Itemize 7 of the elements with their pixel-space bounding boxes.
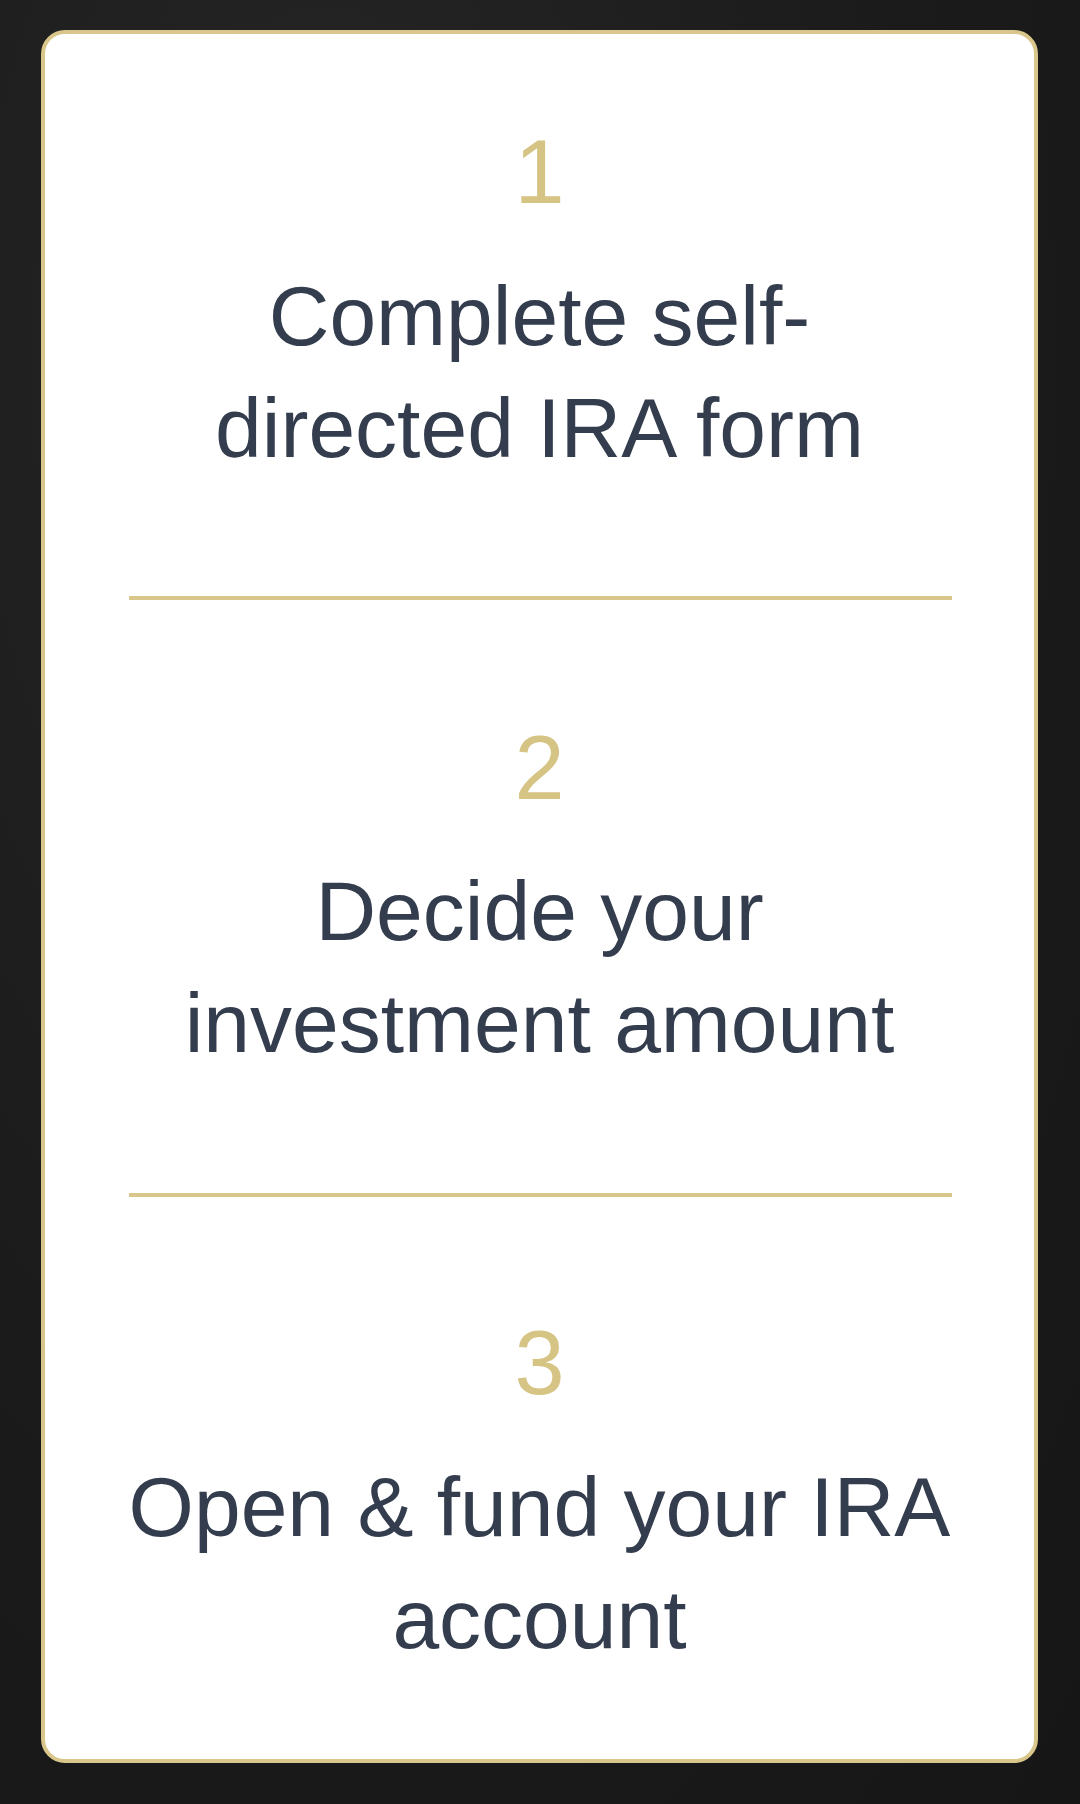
step-text: Decide your investment amount (184, 864, 895, 1070)
step-text: Complete self-directed IRA form (215, 269, 864, 475)
step-number: 1 (514, 122, 565, 222)
step-number: 3 (514, 1313, 565, 1413)
step-text: Open & fund your IRA account (128, 1460, 951, 1666)
step-card (41, 30, 1038, 1763)
step-number: 2 (514, 718, 565, 818)
